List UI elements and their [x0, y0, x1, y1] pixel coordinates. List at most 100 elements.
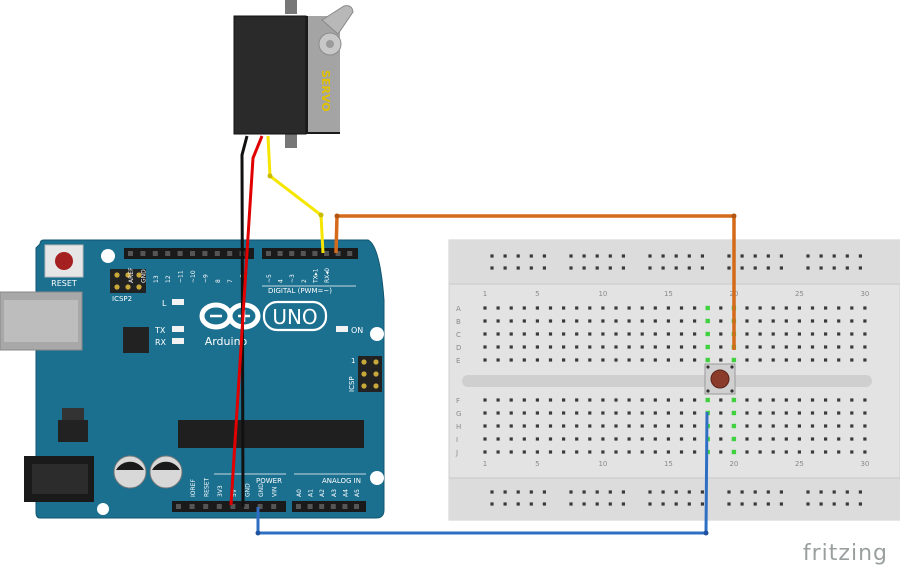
pin-label: 4	[278, 279, 285, 283]
pin-label: RESET	[204, 477, 211, 497]
led-l-label: L	[162, 299, 167, 308]
pin-label: 7	[227, 279, 234, 283]
row-letter: G	[456, 410, 461, 418]
button-ground-wire[interactable]	[256, 411, 709, 535]
row-letter: B	[456, 318, 461, 326]
pin-label: A4	[342, 489, 349, 497]
row-letter: E	[456, 357, 460, 365]
pin-label: VIN	[272, 487, 279, 497]
digital-header-left	[124, 248, 254, 259]
pin-label: ~11	[178, 270, 185, 283]
pin-label: TX▸1	[312, 268, 319, 284]
icsp2-header	[110, 269, 146, 293]
pin-label: ~9	[202, 274, 209, 283]
icsp-label: ICSP	[348, 376, 356, 392]
pin-label: 3V3	[217, 485, 224, 497]
row-letter: I	[456, 436, 458, 444]
column-number: 30	[860, 290, 869, 298]
servo-motor: SERVO	[233, 0, 354, 148]
led-tx-label: TX	[154, 326, 166, 335]
analog-header	[292, 501, 366, 512]
pin-label: GND	[258, 483, 265, 497]
pin-label: 12	[165, 275, 172, 283]
row-letter: D	[456, 344, 461, 352]
column-number: 30	[860, 460, 869, 468]
pin-label: 8	[215, 279, 222, 283]
digital-label: DIGITAL (PWM=~)	[268, 287, 332, 295]
led-on	[336, 326, 348, 332]
pin-label: A1	[308, 489, 315, 497]
voltage-regulator-tab	[62, 408, 84, 422]
reset-button[interactable]	[44, 244, 84, 278]
usb-chip	[123, 327, 149, 353]
column-number: 10	[598, 460, 607, 468]
digital-header-right	[262, 248, 358, 259]
row-letter: A	[456, 305, 461, 313]
column-number: 15	[664, 460, 673, 468]
column-number: 10	[598, 290, 607, 298]
uno-label: UNO	[272, 305, 317, 329]
column-number: 5	[535, 290, 539, 298]
power-pin-labels: IOREF RESET 3V3 5V GND GND VIN	[190, 477, 279, 497]
pin-label: ~5	[266, 274, 273, 283]
power-header	[172, 501, 286, 512]
pin-label: A3	[331, 489, 338, 497]
capacitor-1	[113, 455, 147, 489]
led-rx-label: RX	[155, 338, 167, 347]
servo-power-wire[interactable]	[229, 135, 264, 506]
led-tx	[172, 326, 184, 332]
pin-label: A5	[354, 489, 361, 497]
column-number: 5	[535, 460, 539, 468]
column-number: 1	[483, 290, 487, 298]
voltage-regulator	[58, 420, 88, 442]
led-rx	[172, 338, 184, 344]
led-on-label: ON	[351, 326, 363, 335]
column-number: 20	[729, 460, 738, 468]
icsp2-label: ICSP2	[112, 295, 132, 303]
capacitor-2	[149, 455, 183, 489]
pin-label: 13	[153, 275, 160, 283]
row-letter: F	[456, 397, 460, 405]
uno-badge	[262, 300, 328, 332]
pin-label: 5V	[231, 488, 238, 497]
pin-label: A0	[296, 489, 303, 497]
pin-label: A2	[319, 489, 326, 497]
led-l	[172, 299, 184, 305]
servo-signal-wire[interactable]	[266, 135, 325, 254]
button-signal-wire[interactable]	[334, 214, 736, 350]
power-label: POWER	[256, 477, 282, 485]
icsp-pin1-label: 1	[351, 357, 355, 365]
icsp-header	[358, 356, 382, 392]
wires	[229, 135, 737, 536]
reset-label: RESET	[51, 279, 77, 288]
servo-label: SERVO	[319, 70, 332, 112]
breadboard-center-channel	[462, 375, 872, 387]
pin-label: GND	[244, 483, 251, 497]
pin-label: IOREF	[190, 479, 197, 497]
row-letter: J	[455, 449, 458, 457]
column-number: 25	[795, 460, 804, 468]
servo-ground-wire[interactable]	[240, 135, 249, 508]
analog-label: ANALOG IN	[322, 477, 361, 485]
microcontroller-chip	[178, 420, 364, 448]
arduino-logo-text: Arduino	[205, 335, 248, 348]
fritzing-watermark: fritzing	[802, 541, 888, 566]
pin-label: ~3	[289, 274, 296, 283]
pin-label: RX◂0	[324, 268, 331, 283]
row-letter: H	[456, 423, 461, 431]
pin-label: AREF	[128, 267, 135, 283]
pin-label: GND	[140, 269, 147, 283]
pin-label: 2	[301, 279, 308, 283]
column-number: 25	[795, 290, 804, 298]
pin-label: ~10	[190, 270, 197, 283]
row-letter: C	[456, 331, 461, 339]
push-button[interactable]	[704, 363, 736, 395]
analog-pin-labels: A0 A1 A2 A3 A4 A5	[296, 489, 361, 497]
column-number: 15	[664, 290, 673, 298]
column-number: 1	[483, 460, 487, 468]
